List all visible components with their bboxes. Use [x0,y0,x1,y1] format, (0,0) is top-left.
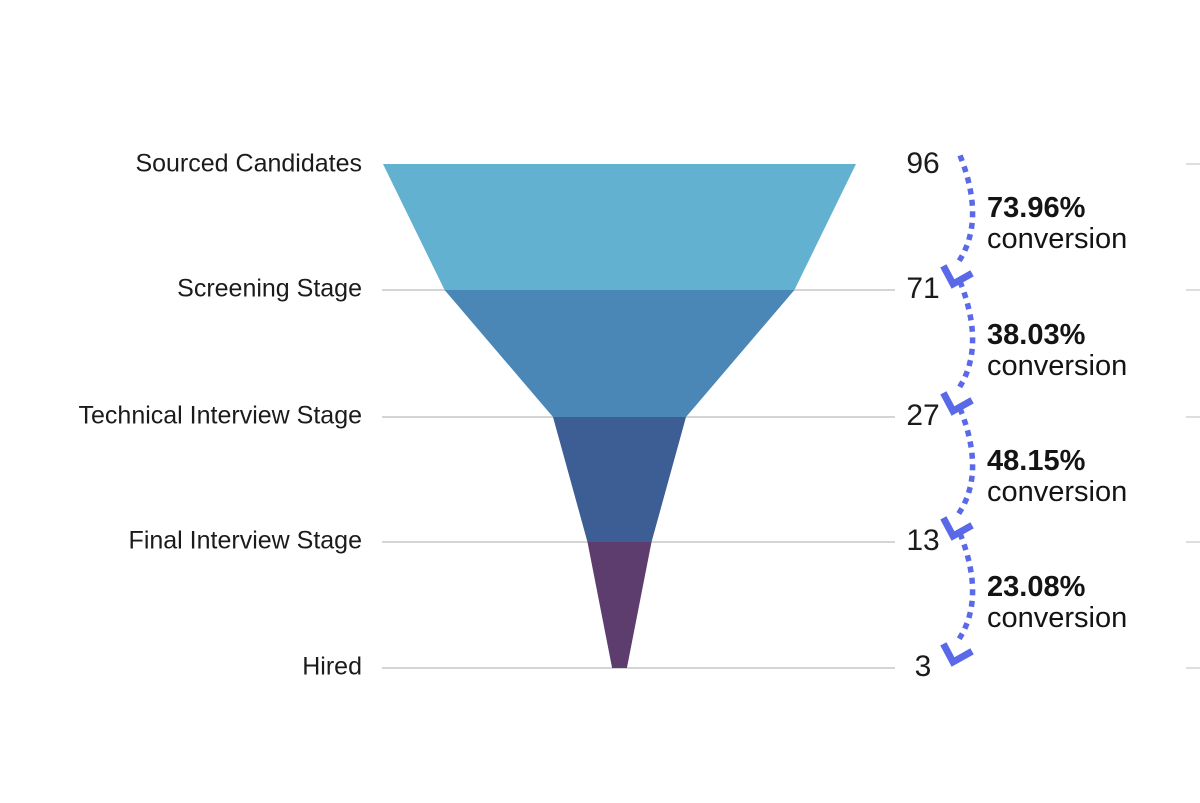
conversion-arrow-icon [953,280,976,395]
arrowhead-icon [940,264,974,289]
conversion-percent: 73.96% [987,192,1086,224]
conversion-label: conversion [987,223,1128,255]
conversion-annotation-2: 38.03% conversion [987,320,1127,382]
conversion-percent: 48.15% [987,445,1086,477]
stage-value-final-interview-stage: 13 [906,524,940,557]
stage-label-final-interview-stage: Final Interview Stage [128,526,362,555]
arrowhead-icon [940,391,974,416]
arrowhead-icon [940,642,974,667]
stage-value-technical-interview-stage: 27 [906,399,940,432]
stage-label-hired: Hired [302,652,362,681]
funnel-band-2 [444,290,795,417]
funnel-band-1 [383,164,856,290]
stage-value-sourced-candidates: 96 [906,147,940,180]
stage-label-sourced-candidates: Sourced Candidates [135,149,362,178]
conversion-label: conversion [987,350,1128,382]
conversion-arrow-icon [953,532,976,646]
funnel-band-3 [552,417,687,542]
arrowhead-icon [940,516,974,541]
conversion-annotation-4: 23.08% conversion [987,572,1127,634]
stage-value-hired: 3 [914,650,932,683]
conversion-annotation-1: 73.96% conversion [987,193,1127,255]
stage-label-technical-interview-stage: Technical Interview Stage [78,401,362,430]
conversion-percent: 23.08% [987,571,1086,603]
stage-value-screening-stage: 71 [906,272,940,305]
conversion-arrow-icon [953,407,976,520]
stage-label-screening-stage: Screening Stage [177,274,362,303]
funnel-band-4 [587,542,652,668]
conversion-arrow-icon [953,154,976,268]
conversion-percent: 38.03% [987,319,1086,351]
conversion-label: conversion [987,602,1128,634]
conversion-label: conversion [987,476,1128,508]
conversion-annotation-3: 48.15% conversion [987,446,1127,508]
